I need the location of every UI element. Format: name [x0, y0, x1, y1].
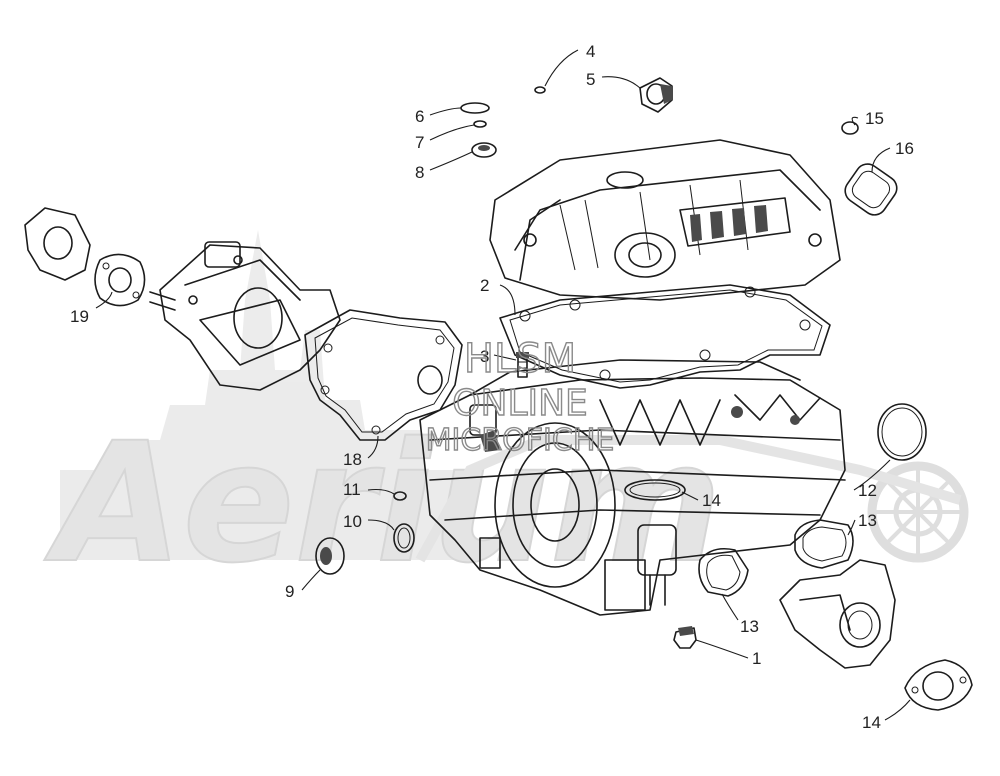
callout-15: 14 — [702, 491, 721, 510]
outlet-housing — [779, 559, 896, 669]
callout-12: 12 — [858, 481, 877, 500]
seal-8 — [471, 142, 497, 158]
o-ring-7 — [473, 120, 487, 128]
valve-cover — [489, 139, 841, 301]
callout-11: 11 — [343, 480, 361, 499]
gasket-14 — [904, 659, 973, 711]
plug-4 — [534, 86, 546, 94]
callout-13-upper: 13 — [858, 511, 877, 530]
callout-labels: 4 5 6 7 8 15 16 2 3 19 18 11 10 9 14 12 … — [70, 42, 914, 732]
callout-13-lower: 13 — [740, 617, 759, 636]
callout-2: 2 — [480, 276, 489, 295]
callout-16: 15 — [865, 109, 884, 128]
upper-left-elbow — [24, 207, 91, 281]
seal-9 — [315, 537, 345, 575]
callout-7: 7 — [415, 133, 424, 152]
callout-10: 10 — [343, 512, 362, 531]
callout-1: 1 — [752, 649, 761, 668]
gasket-13-lower — [698, 547, 749, 597]
callout-14: 14 — [862, 713, 881, 732]
watermark: Aerium — [43, 230, 969, 600]
callout-6: 6 — [415, 107, 424, 126]
watermark-line1: HLSM — [464, 336, 576, 382]
o-ring-10 — [393, 523, 415, 553]
fitting-1 — [673, 626, 697, 649]
gasket-13-upper — [794, 519, 854, 569]
gasket-17 — [844, 163, 898, 216]
o-ring-12 — [877, 403, 927, 461]
watermark-line2: ONLINE — [452, 383, 588, 424]
callout-17: 16 — [895, 139, 914, 158]
o-ring-11 — [393, 491, 407, 501]
callout-18: 18 — [343, 450, 362, 469]
cylinder-head — [419, 359, 846, 616]
callout-4: 4 — [586, 42, 595, 61]
watermark-line3: MICROFICHE — [426, 423, 615, 458]
watermark-skyline — [60, 230, 470, 560]
o-ring-16 — [841, 121, 859, 135]
callout-19: 19 — [70, 307, 89, 326]
callout-9: 9 — [285, 582, 294, 601]
gasket-19 — [94, 253, 146, 307]
callout-5: 5 — [586, 70, 595, 89]
gasket-18 — [304, 309, 463, 441]
plug-5 — [639, 77, 673, 113]
callout-8: 8 — [415, 163, 424, 182]
manifold-housing — [149, 241, 341, 391]
bolt-3 — [516, 352, 529, 378]
o-ring-15 — [624, 479, 686, 501]
o-ring-6 — [460, 102, 490, 114]
leader-lines — [95, 49, 911, 721]
valve-cover-gasket — [499, 284, 831, 389]
callout-3: 3 — [480, 347, 489, 366]
watermark-text: HLSM ONLINE MICROFICHE — [425, 335, 615, 458]
